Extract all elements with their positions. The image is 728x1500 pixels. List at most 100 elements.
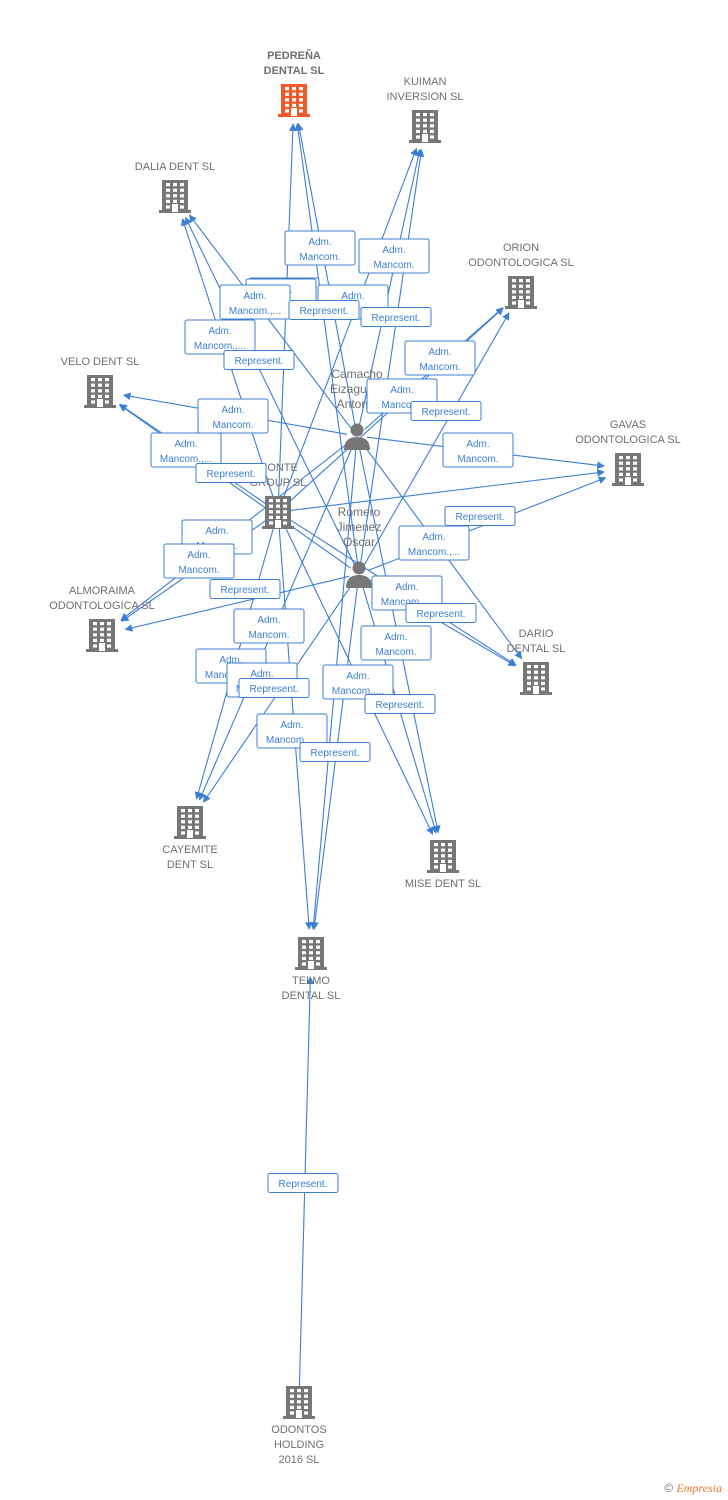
edge-label-text: Adm. — [221, 405, 244, 416]
edge-label-text: Mancom.,... — [229, 306, 281, 317]
edge-label-monte-mise[interactable]: Represent. — [364, 694, 436, 714]
edge-label-camacho-cayemite[interactable]: Adm.Mancom. — [163, 543, 235, 579]
company-label: MONTE — [258, 462, 298, 474]
person-label: Romero — [338, 505, 381, 519]
edge-monte-kuiman — [281, 147, 418, 503]
edge-label-text: Represent. — [376, 700, 425, 711]
edge-label-text: Mancom. — [248, 630, 289, 641]
edge-label-text: Adm. — [422, 532, 445, 543]
company-node-velo[interactable]: VELO DENT SL — [61, 356, 140, 408]
edge-label-romero-dalia[interactable]: Adm.Mancom.,... — [219, 284, 291, 320]
edge-label-text: Represent. — [207, 469, 256, 480]
edge-label-text: Adm. — [395, 582, 418, 593]
edge-romero-kuiman — [359, 148, 425, 565]
edge-label-text: Adm. — [466, 439, 489, 450]
edge-label-text: Mancom.,... — [381, 597, 433, 608]
company-node-dalia[interactable]: DALIA DENT SL — [135, 161, 216, 213]
edge-label-text: Mancom. — [299, 252, 340, 263]
company-node-mise[interactable]: MISE DENT SL — [405, 840, 481, 890]
edge-label-text: Represent. — [422, 407, 471, 418]
building-icon — [174, 806, 206, 839]
building-icon — [520, 662, 552, 695]
edge-label-camacho-kuiman[interactable]: Adm.Mancom. — [358, 238, 430, 274]
company-label: INVERSION SL — [386, 91, 463, 103]
edge-label-text: Mancom. — [178, 565, 219, 576]
edge-label-monte-cayemite[interactable]: Represent. — [238, 678, 310, 698]
edge-label-text: Adm. — [174, 439, 197, 450]
person-label: Oscar — [343, 535, 375, 549]
edge-label-monte-velo[interactable]: Represent. — [195, 463, 267, 483]
edge-label-text: Adm. — [382, 245, 405, 256]
edge-label-camacho-pedrena[interactable]: Adm. Mancom. — [284, 230, 356, 266]
edge-label-text: Adm. — [428, 347, 451, 358]
edge-label-text: Adm. — [384, 632, 407, 643]
edge-label-romero-dario[interactable]: Adm. Mancom. — [233, 608, 305, 644]
edge-label-romero-kuiman[interactable]: Adm.Mancom.,... — [184, 319, 256, 355]
company-label: KUIMAN — [404, 76, 447, 88]
edge-romero-orion — [363, 312, 510, 566]
company-label: ORION — [503, 242, 539, 254]
edge-label-monte-gavas[interactable]: Represent. — [444, 506, 516, 526]
edge-label-romero-cayemite[interactable]: Adm.Mancom.,... — [322, 664, 394, 700]
edge-label-text: Represent. — [235, 356, 284, 367]
person-icon — [346, 561, 372, 588]
edge-label-camacho-velo[interactable]: Adm.Mancom. — [197, 398, 269, 434]
building-icon — [86, 619, 118, 652]
edge-label-monte-dalia[interactable]: Represent. — [223, 350, 295, 370]
edge-label-romero-velo[interactable]: Adm. Mancom.,... — [150, 432, 222, 468]
edge-label-text: Mancom. — [419, 362, 460, 373]
edge-label-camacho-gavas[interactable]: Adm.Mancom. — [442, 432, 514, 468]
building-icon — [505, 276, 537, 309]
edge-label-text: Represent. — [417, 609, 466, 620]
building-icon — [409, 110, 441, 143]
company-label: ODONTOLOGICA SL — [49, 600, 155, 612]
edge-label-monte-telmo[interactable]: Represent. — [299, 742, 371, 762]
edge-label-text: Adm. — [208, 326, 231, 337]
company-label: TELMO — [292, 975, 330, 987]
building-icon — [283, 1386, 315, 1419]
company-label: ODONTOLOGICA SL — [468, 257, 574, 269]
company-label: ODONTOLOGICA SL — [575, 434, 681, 446]
edge-label-text: Represent. — [279, 1179, 328, 1190]
building-icon — [295, 937, 327, 970]
company-label: CAYEMITE — [162, 844, 217, 856]
edge-label-text: Adm. — [257, 615, 280, 626]
edge-label-monte-kuiman[interactable]: Represent. — [360, 307, 432, 327]
edge-label-camacho-mise[interactable]: Adm.Mancom. — [360, 625, 432, 661]
company-node-orion[interactable]: ORION ODONTOLOGICA SL — [468, 242, 574, 309]
building-icon — [262, 496, 294, 529]
building-icon — [278, 84, 310, 117]
edge-label-text: Adm. — [280, 720, 303, 731]
edge-label-text: Adm. — [346, 671, 369, 682]
building-icon — [84, 375, 116, 408]
edge-label-text: Adm. — [308, 237, 331, 248]
edge-label-text: Adm. — [205, 526, 228, 537]
person-label: Camacho — [331, 367, 383, 381]
edge-label-text: Mancom. — [381, 400, 422, 411]
edge-label-monte-orion[interactable]: Represent. — [410, 401, 482, 421]
edge-romero-dalia — [185, 216, 356, 566]
company-node-kuiman[interactable]: KUIMAN INVERSION SL — [386, 76, 464, 143]
company-label: ODONTOS — [271, 1424, 326, 1436]
edge-label-text: Mancom.,... — [160, 454, 212, 465]
edge-label-romero-mise[interactable]: Adm. Mancom.,... — [256, 713, 328, 749]
edge-label-odontos-telmo[interactable]: Represent. — [267, 1173, 339, 1193]
edge-label-monte-dario[interactable]: Represent. — [405, 603, 477, 623]
empresia-logo[interactable]: Empresia — [676, 1481, 722, 1495]
edge-label-monte-almoraima[interactable]: Represent. — [209, 579, 281, 599]
edge-label-text: Mancom.,... — [266, 735, 318, 746]
edge-label-camacho-orion[interactable]: Adm. Mancom. — [404, 340, 476, 376]
edge-label-camacho-dario[interactable]: Adm.Mancom.,... — [398, 525, 470, 561]
company-label: MISE DENT SL — [405, 878, 481, 890]
person-icon — [344, 423, 370, 450]
edge-label-monte-pedrena[interactable]: Represent. — [288, 300, 360, 320]
